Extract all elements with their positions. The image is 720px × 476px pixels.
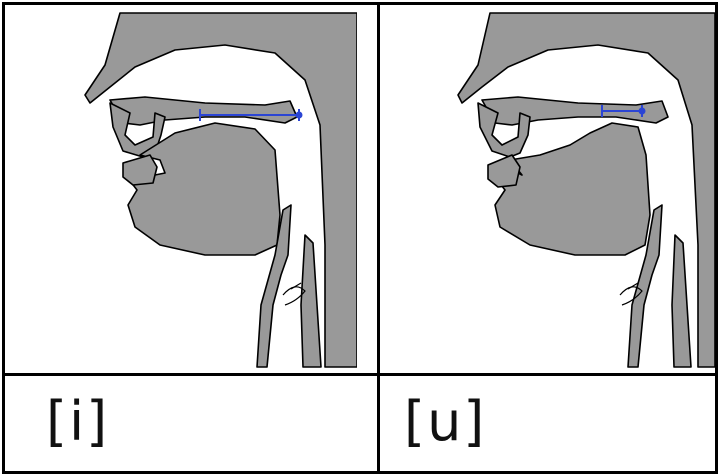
vowel-label-u: [u] bbox=[404, 392, 486, 452]
row-divider bbox=[2, 373, 718, 376]
column-divider bbox=[377, 2, 380, 474]
vowel-label-i: [i] bbox=[46, 392, 109, 452]
